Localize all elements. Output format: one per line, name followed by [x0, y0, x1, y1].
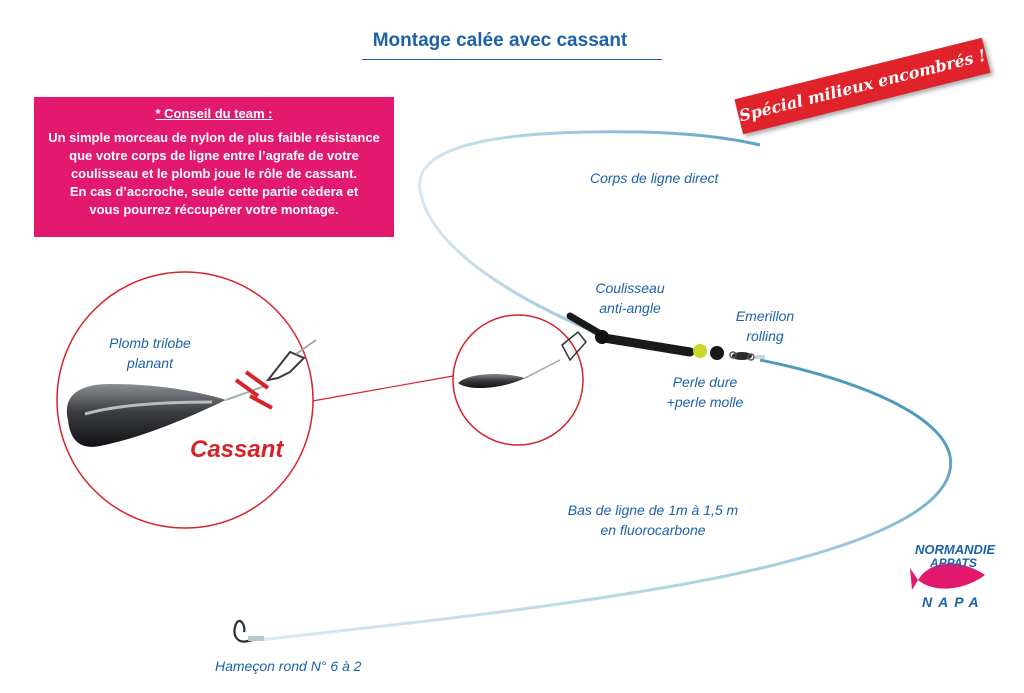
diagram-title: Montage calée avec cassant: [372, 30, 628, 51]
tip-heading: * Conseil du team :: [155, 106, 273, 121]
logo-line-2: APPATS: [930, 556, 977, 570]
title-underline: [362, 59, 662, 60]
break-mark: [244, 370, 270, 390]
label-plomb: Plomb trilobe planant: [95, 333, 205, 373]
hard-bead: [693, 344, 707, 358]
tip-line: Un simple morceau de nylon de plus faibl…: [48, 130, 380, 145]
small-lead: [458, 373, 525, 389]
hook-knot: [248, 636, 264, 641]
boom-pivot: [595, 330, 609, 344]
label-hamecon: Hameçon rond N° 6 à 2: [215, 658, 362, 674]
team-tip-box: * Conseil du team : Un simple morceau de…: [34, 97, 394, 237]
main-line: [418, 130, 761, 332]
label-emerillon-line: rolling: [746, 328, 784, 344]
rolling-swivel: [732, 352, 752, 360]
label-emerillon-line: Emerillon: [735, 308, 795, 324]
label-coulisseau: Coulisseau anti-angle: [580, 278, 680, 318]
label-plomb-line: planant: [127, 355, 173, 371]
large-lead: [66, 384, 226, 447]
label-coulisseau-line: Coulisseau: [595, 280, 665, 296]
logo-fish: [918, 563, 985, 589]
tip-line: vous pourrez réccupérer votre montage.: [89, 202, 339, 217]
break-mark: [249, 394, 273, 410]
label-corps-de-ligne: Corps de ligne direct: [590, 170, 719, 186]
tip-line: coulisseau et le plomb joue le rôle de c…: [70, 166, 358, 181]
logo-line-1: NORMANDIE: [915, 542, 996, 557]
label-emerillon: Emerillon rolling: [715, 306, 815, 346]
label-bas-de-ligne: Bas de ligne de 1m à 1,5 m en fluorocarb…: [548, 500, 758, 540]
tip-line: que votre corps de ligne entre l’agrafe …: [69, 148, 359, 163]
boom-tube: [599, 333, 695, 357]
break-mark: [234, 378, 260, 398]
label-perle: Perle dure +perle molle: [655, 372, 755, 412]
tip-line: En cas d’accroche, seule cette partie cè…: [69, 184, 359, 199]
snap-clip: [265, 350, 306, 382]
label-plomb-line: Plomb trilobe: [109, 335, 191, 351]
leader-line: [259, 358, 953, 642]
hook: [233, 619, 263, 643]
logo-napa: NAPA: [922, 594, 985, 610]
label-bas-line: en fluorocarbone: [600, 522, 706, 538]
label-coulisseau-line: anti-angle: [599, 300, 661, 316]
label-bas-line: Bas de ligne de 1m à 1,5 m: [567, 502, 739, 518]
swivel-knot: [755, 355, 765, 359]
label-perle-line: Perle dure: [672, 374, 738, 390]
label-perle-line: +perle molle: [666, 394, 744, 410]
label-cassant: Cassant: [190, 436, 284, 463]
soft-bead: [710, 346, 724, 360]
zoom-connector: [289, 375, 454, 406]
